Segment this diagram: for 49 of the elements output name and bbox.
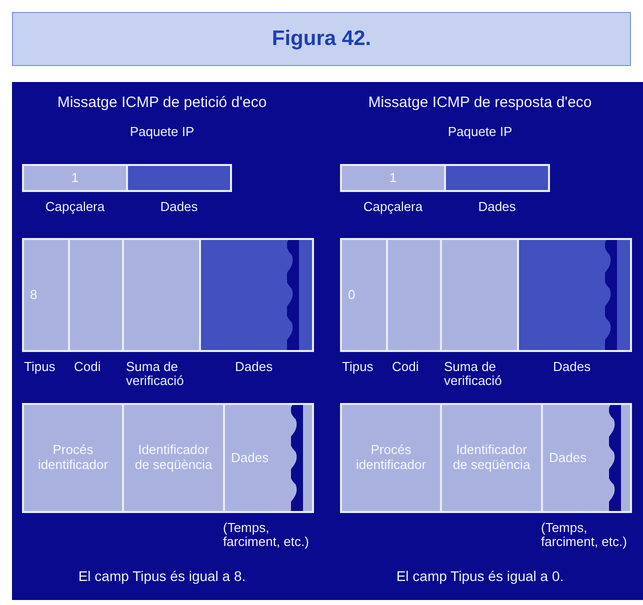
- field-label: 1: [389, 170, 397, 186]
- header-field: [440, 403, 543, 513]
- header-field: [68, 238, 124, 352]
- figure-title: Figura 42.: [272, 27, 372, 51]
- header-field: [340, 164, 446, 192]
- packet-caption: Paquete IP: [448, 124, 512, 139]
- field-caption: Capçalera: [362, 200, 424, 214]
- header-field: [340, 238, 388, 352]
- field-label: Identificador de seqüència: [134, 443, 214, 473]
- note-text: El camp Tipus és igual a 8.: [78, 568, 246, 584]
- note-text: El camp Tipus és igual a 0.: [396, 568, 564, 584]
- field-label: 8: [30, 288, 38, 302]
- field-label: 0: [348, 288, 356, 302]
- header-field: [122, 403, 225, 513]
- header-field: [541, 403, 632, 513]
- field-caption: Codi: [74, 360, 102, 374]
- packet-caption: Paquete IP: [130, 124, 194, 139]
- field-caption: (Temps, farciment, etc.): [223, 521, 310, 548]
- data-field: [126, 164, 232, 192]
- header-field: [22, 164, 128, 192]
- field-caption: Dades: [477, 200, 517, 214]
- field-caption: (Temps, farciment, etc.): [541, 521, 628, 548]
- header-field: [386, 238, 442, 352]
- header-field: [223, 403, 314, 513]
- field-label: Dades: [231, 450, 269, 466]
- header-field: [22, 403, 124, 513]
- data-field: [199, 238, 314, 352]
- field-caption: Suma de verificació: [444, 360, 503, 388]
- data-field: [444, 164, 550, 192]
- field-label: 1: [71, 170, 79, 186]
- section-heading: Missatge ICMP de petició d'eco: [57, 94, 267, 111]
- field-caption: Capçalera: [44, 200, 106, 214]
- header-field: [440, 238, 519, 352]
- field-caption: Tipus: [342, 360, 374, 374]
- field-label: Dades: [549, 450, 587, 466]
- field-caption: Dades: [235, 360, 274, 374]
- header-field: [340, 403, 442, 513]
- header-field: [122, 238, 201, 352]
- field-caption: Tipus: [24, 360, 56, 374]
- field-label: Identificador de seqüència: [452, 443, 532, 473]
- field-label: Procés identificador: [36, 443, 110, 473]
- field-caption: Codi: [392, 360, 420, 374]
- field-caption: Dades: [159, 200, 199, 214]
- header-field: [22, 238, 70, 352]
- field-caption: Suma de verificació: [126, 360, 185, 388]
- data-field: [517, 238, 632, 352]
- field-caption: Dades: [553, 360, 592, 374]
- field-label: Procés identificador: [354, 443, 428, 473]
- section-heading: Missatge ICMP de resposta d'eco: [368, 94, 592, 111]
